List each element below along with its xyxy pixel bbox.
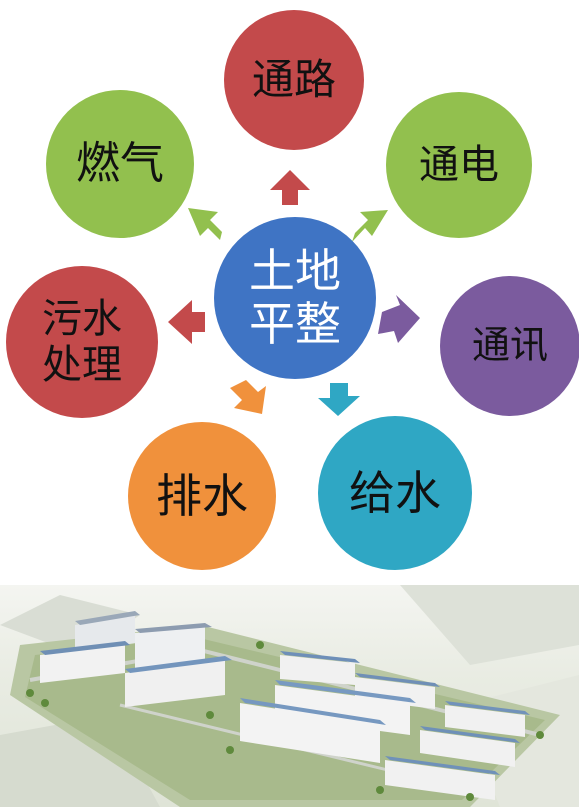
node-center: 土地 平整 (214, 217, 376, 379)
node-sewage: 污水 处理 (6, 266, 158, 418)
node-sewage-label-1: 污水 (42, 296, 122, 342)
node-power-label: 通电 (419, 142, 499, 188)
node-water-label: 给水 (349, 465, 441, 520)
node-telecom-label: 通讯 (471, 323, 548, 368)
infrastructure-diagram: 通路 燃气 通电 土地 平整 污水 处理 通讯 排水 给水 (6, 10, 579, 570)
industrial-park-aerial-image (0, 585, 579, 807)
arrow-to-drainage (230, 380, 266, 414)
node-power: 通电 (386, 92, 532, 238)
node-center-label-1: 土地 (249, 244, 341, 299)
node-gas-label: 燃气 (76, 137, 164, 189)
node-road-label: 通路 (251, 54, 336, 104)
arrow-to-road (270, 170, 310, 205)
node-telecom: 通讯 (440, 276, 579, 416)
arrow-to-water (318, 383, 360, 416)
arrow-to-power (352, 210, 388, 242)
arrow-to-sewage (168, 300, 205, 344)
node-water: 给水 (318, 416, 472, 570)
node-road: 通路 (224, 10, 364, 150)
node-drainage-label: 排水 (156, 468, 248, 523)
arrow-to-telecom (378, 295, 420, 343)
arrow-to-gas (188, 208, 222, 240)
node-center-label-2: 平整 (249, 297, 341, 351)
node-drainage: 排水 (128, 422, 276, 570)
node-sewage-label-2: 处理 (42, 342, 122, 388)
node-gas: 燃气 (46, 90, 194, 238)
arrows-layer (168, 170, 420, 416)
